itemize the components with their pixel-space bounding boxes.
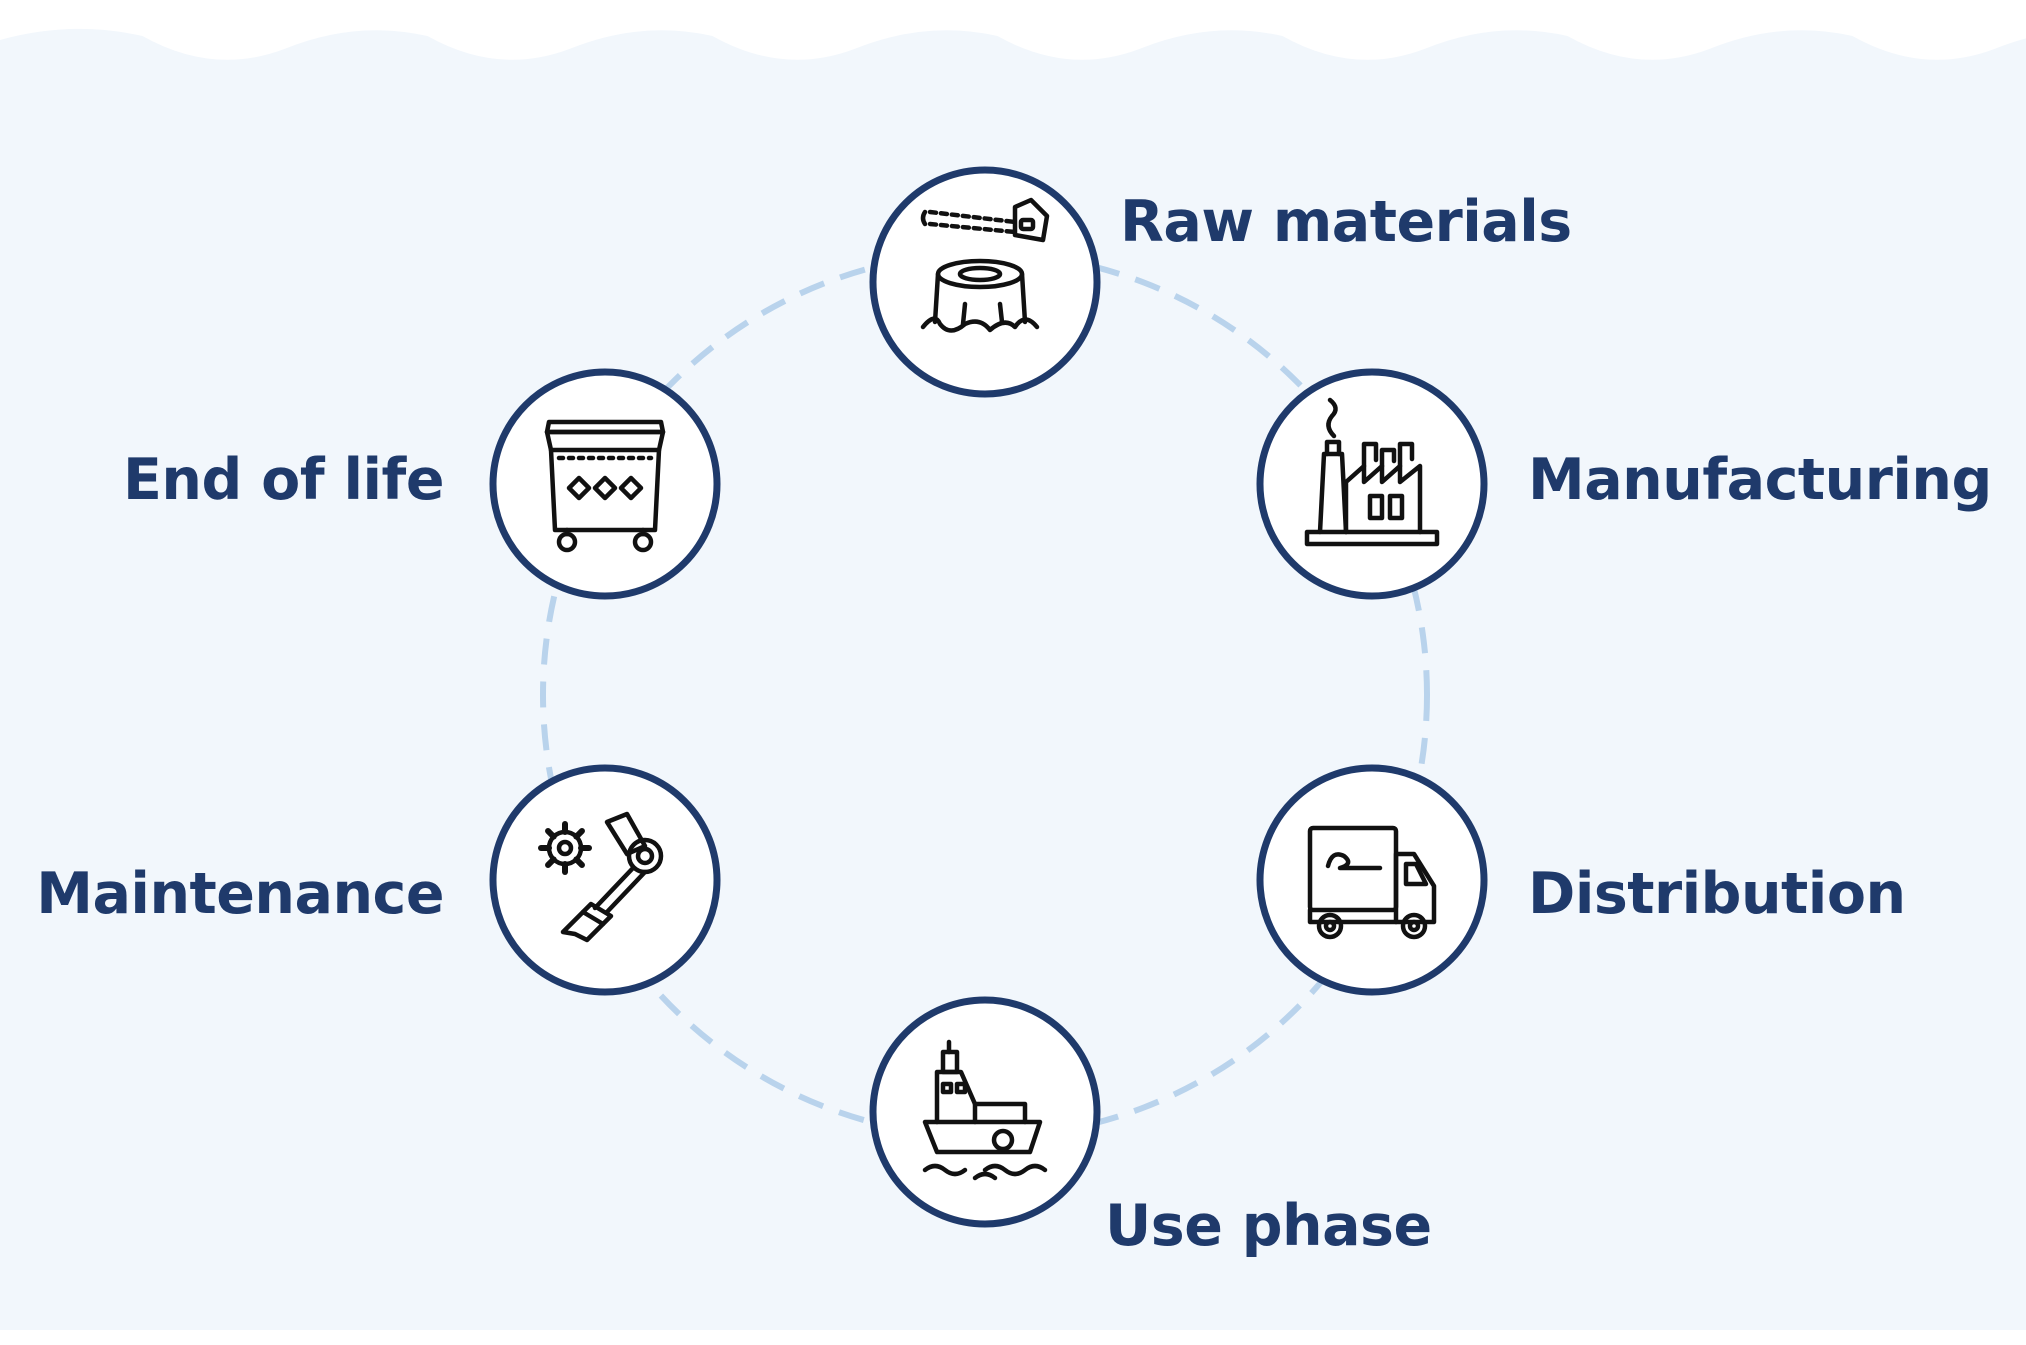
node-raw-materials (869, 166, 1101, 398)
waste-container-icon (544, 419, 666, 553)
label-maintenance: Maintenance (36, 861, 444, 927)
node-circle (1256, 764, 1488, 996)
node-circle (489, 368, 721, 600)
label-manufacturing: Manufacturing (1528, 447, 1992, 513)
label-distribution: Distribution (1528, 861, 1906, 927)
node-use-phase (869, 996, 1101, 1228)
chainsaw-stump-icon (920, 197, 1050, 333)
node-maintenance (489, 764, 721, 996)
robotic-arm-gear-icon (538, 811, 664, 943)
label-end-of-life: End of life (123, 447, 445, 513)
label-use-phase: Use phase (1105, 1193, 1432, 1259)
node-manufacturing (1256, 368, 1488, 600)
label-raw-materials: Raw materials (1120, 189, 1572, 255)
node-distribution (1256, 764, 1488, 996)
node-end-of-life (489, 368, 721, 600)
factory-icon (1304, 397, 1440, 547)
wave-background (0, 28, 2026, 1330)
delivery-truck-icon (1307, 825, 1437, 940)
ship-icon (922, 1039, 1048, 1181)
node-circle (1256, 368, 1488, 600)
node-circle (489, 764, 721, 996)
nodes-layer (489, 166, 1488, 1228)
node-circle (869, 996, 1101, 1228)
